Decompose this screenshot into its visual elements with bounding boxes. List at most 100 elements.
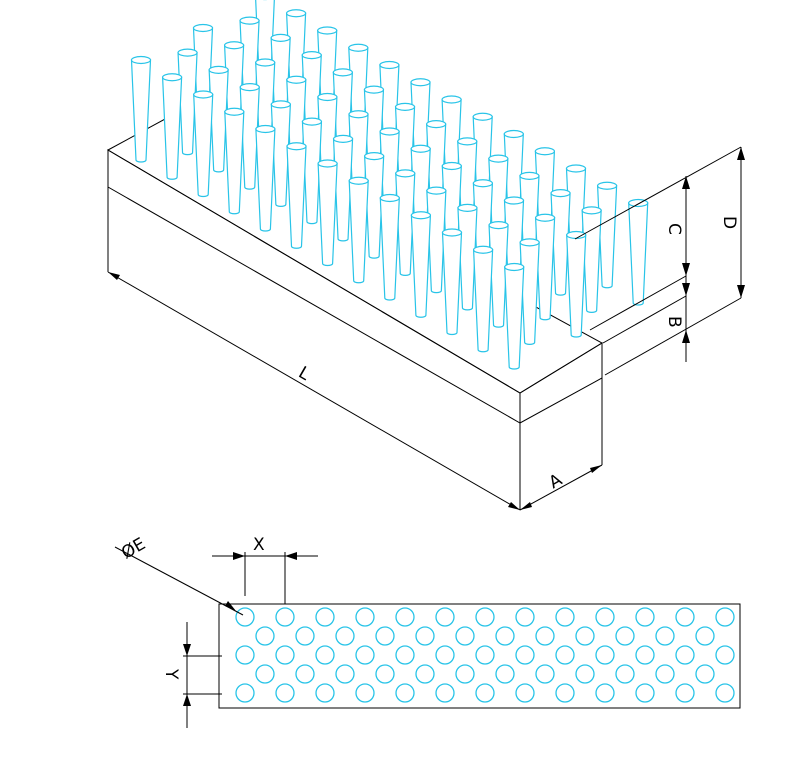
hole: [495, 626, 515, 646]
pin: [410, 211, 432, 318]
hole: [475, 607, 495, 627]
pin-body: [472, 249, 494, 353]
pins-group: [130, 0, 649, 370]
hole: [615, 626, 635, 646]
pin: [301, 117, 323, 225]
pin-top: [395, 169, 416, 178]
hole: [455, 626, 475, 646]
hole: [635, 645, 655, 665]
pin: [504, 262, 525, 370]
hole: [295, 664, 315, 684]
hole: [355, 607, 375, 627]
hole: [415, 626, 435, 646]
pin-top: [426, 120, 447, 129]
holes-group: [235, 607, 735, 703]
pin-body: [332, 138, 354, 242]
hole: [395, 683, 415, 703]
pin-top: [363, 85, 385, 94]
hole: [575, 626, 595, 646]
pin-top: [379, 60, 400, 70]
hole: [235, 645, 255, 665]
pin-top: [441, 228, 463, 237]
pin-top: [426, 186, 447, 195]
arrow-head: [737, 285, 745, 298]
dimension-b-label: B: [664, 316, 684, 328]
pin: [457, 203, 478, 311]
hole: [695, 626, 715, 646]
dimension-l-line: [107, 271, 521, 511]
hole: [395, 645, 415, 665]
pin-top: [441, 95, 462, 104]
arrow-head: [233, 552, 245, 560]
pin-top: [596, 181, 618, 190]
pin-top: [519, 238, 540, 247]
diameter-leader-line: [114, 546, 244, 616]
hole: [255, 664, 275, 684]
pin-body: [504, 266, 525, 370]
pin: [270, 100, 291, 207]
arrow-head: [183, 644, 191, 656]
pin-body: [193, 93, 214, 198]
arrow-head: [682, 176, 690, 189]
pin: [255, 124, 276, 232]
pin-top: [457, 137, 478, 146]
top-view-outline: [218, 603, 741, 709]
hole: [455, 664, 475, 684]
pin: [550, 189, 571, 296]
hole: [575, 664, 595, 684]
pin-top: [193, 90, 214, 99]
pin-body: [379, 197, 400, 301]
base-block: [106, 111, 604, 510]
hole: [315, 683, 335, 703]
hole: [675, 645, 695, 665]
hole: [295, 626, 315, 646]
pin-top: [348, 176, 369, 185]
pin-top: [488, 221, 509, 230]
pin-body: [534, 217, 556, 321]
pin-top: [364, 152, 385, 161]
pin-top: [301, 117, 323, 126]
hole: [335, 626, 355, 646]
arrow-head: [682, 330, 690, 343]
pin-body: [317, 162, 338, 267]
pin: [239, 83, 260, 190]
pin-top: [255, 124, 276, 134]
hole: [715, 683, 735, 703]
pin: [317, 159, 338, 267]
pin-top: [503, 196, 525, 205]
pin-top: [488, 154, 509, 163]
pin-top: [270, 33, 291, 42]
pin: [208, 65, 229, 173]
extension-line-block-top-2: [602, 295, 687, 344]
pin-body: [628, 202, 649, 306]
hole: [515, 607, 535, 627]
pin-body: [410, 214, 432, 318]
pin-top: [379, 193, 400, 203]
pin-body: [224, 111, 245, 215]
pin-body: [566, 234, 587, 338]
pin: [534, 213, 556, 321]
pin: [224, 107, 245, 215]
pin-top: [301, 51, 322, 60]
hole: [555, 645, 575, 665]
pin-top: [394, 102, 416, 111]
pin-body: [596, 185, 618, 289]
hole: [515, 683, 535, 703]
arrow-head: [737, 147, 745, 160]
pin-top: [503, 129, 524, 139]
hole: [595, 683, 615, 703]
pin-top: [550, 189, 571, 198]
hole: [255, 626, 275, 646]
dimension-c-label: C: [664, 223, 684, 235]
pin-top: [224, 107, 245, 116]
height-dimensions: D C B: [574, 146, 745, 376]
pin-body: [239, 86, 260, 190]
hole: [335, 664, 355, 684]
pin-top: [441, 161, 462, 171]
pin-body: [130, 59, 152, 163]
pin-top: [317, 26, 338, 35]
pin-body: [426, 190, 447, 294]
hole: [315, 645, 335, 665]
arrow-head: [590, 465, 602, 473]
